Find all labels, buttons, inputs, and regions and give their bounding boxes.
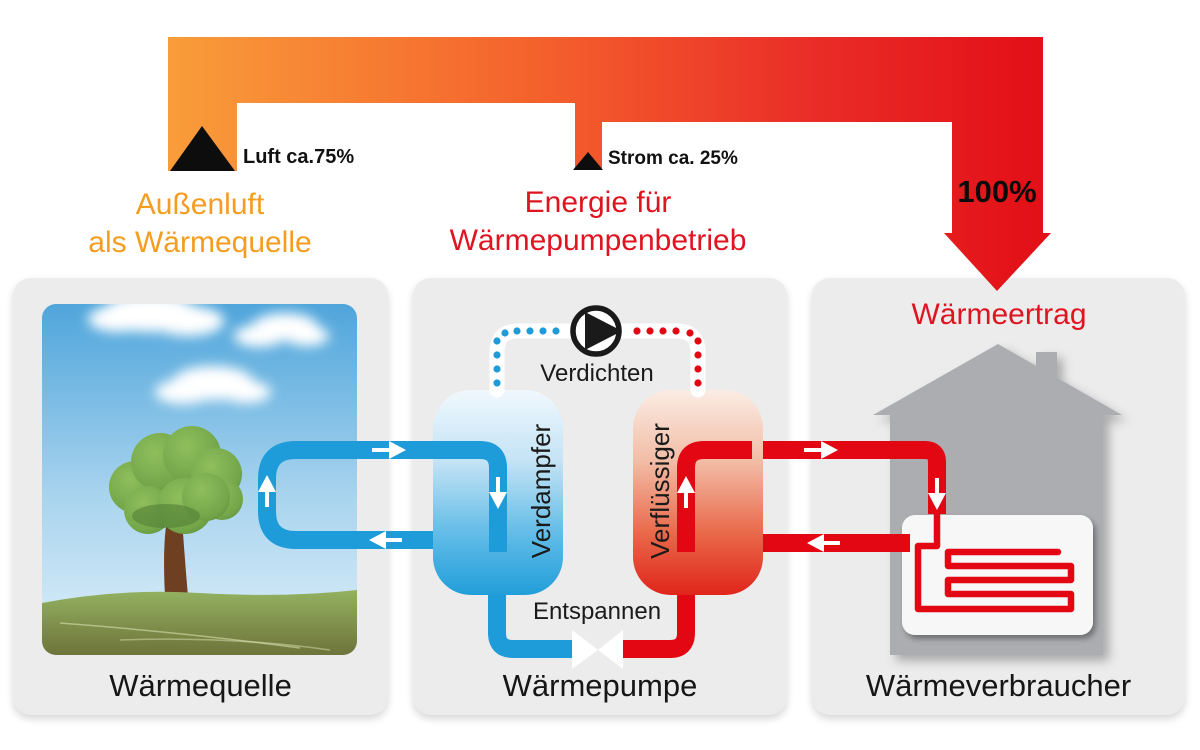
expansion-label: Entspannen [532, 598, 662, 625]
source-heading: Außenluft als Wärmequelle [10, 186, 390, 262]
air-input-label: Luft ca.75% [243, 146, 355, 168]
arrow-left-icon [807, 534, 840, 552]
caption-heat-source: Wärmequelle [109, 668, 292, 703]
cold-vapor-dots [493, 327, 560, 387]
grass [42, 590, 357, 655]
compressor-icon [570, 305, 622, 357]
caption-heat-pump: Wärmepumpe [502, 668, 698, 703]
hot-vapor-dots [633, 327, 702, 387]
arrow-right-icon [372, 441, 406, 459]
hot-water-supply-pipe [750, 441, 946, 514]
energy-heading-line2: Wärmepumpenbetrieb [449, 224, 747, 257]
arrow-up-icon [677, 476, 695, 508]
condenser-label: Verflüssiger [644, 423, 675, 559]
air-input-marker-icon [170, 126, 235, 171]
energy-heading-line1: Energie für [524, 186, 672, 219]
source-heading-line2: als Wärmequelle [88, 226, 312, 259]
cloud-icon [88, 304, 329, 404]
caption-heat-consumer: Wärmeverbraucher [865, 668, 1132, 703]
energy-flow-band [168, 37, 1051, 291]
yield-heading: Wärmeertrag [911, 298, 1087, 331]
arrow-down-icon [928, 478, 946, 510]
condenser-outlet-pipe [677, 441, 752, 552]
electricity-input-label: Strom ca. 25% [608, 148, 738, 169]
evaporator-inlet-pipe [430, 441, 507, 552]
arrow-down-icon [489, 477, 507, 509]
expansion-valve-icon [572, 630, 623, 669]
roof [873, 344, 1122, 415]
floor-heating-icon [902, 508, 1093, 635]
arrow-right-icon [804, 441, 838, 459]
heating-coil [914, 508, 1075, 613]
compressor-label: Verdichten [540, 360, 654, 387]
electricity-input-marker-icon [573, 152, 603, 170]
arrow-left-icon [369, 531, 402, 549]
source-heading-line1: Außenluft [135, 188, 265, 221]
tree-icon [109, 426, 243, 604]
nature-scene [42, 304, 357, 655]
evaporator-label: Verdampfer [525, 423, 556, 559]
arrow-up-icon [258, 475, 276, 507]
flow-arrows [258, 441, 946, 552]
output-percent-label: 100% [957, 174, 1037, 209]
expansion-pipes [488, 588, 695, 658]
energy-heading: Energie für Wärmepumpenbetrieb [408, 184, 788, 260]
compressor-circuit [489, 305, 706, 398]
